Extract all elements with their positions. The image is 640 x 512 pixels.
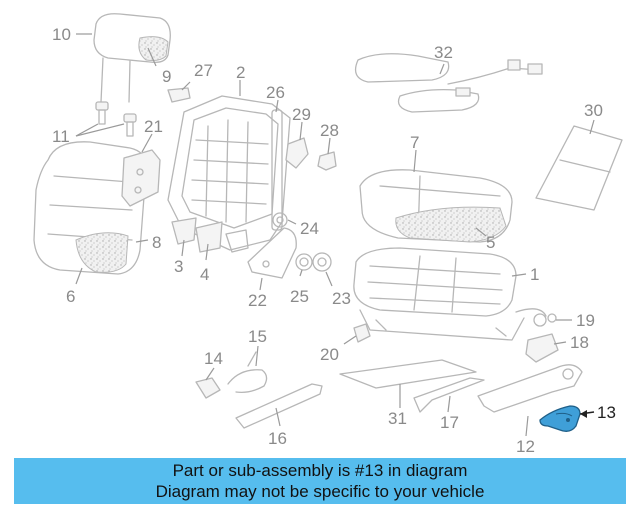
back-panel-part	[121, 149, 161, 207]
callout-2: 2	[236, 63, 245, 82]
cushion-pad-part	[535, 125, 623, 211]
info-banner: Part or sub-assembly is #13 in diagram D…	[14, 458, 626, 504]
callout-28: 28	[320, 121, 339, 140]
banner-line-part-number: Part or sub-assembly is #13 in diagram	[172, 461, 468, 480]
callout-12: 12	[516, 437, 535, 456]
seat-exploded-diagram: 10 9 27 2 26 29 28 21 11 8 6 3 4 24 22 2…	[33, 13, 623, 456]
side-trim-part	[477, 364, 583, 413]
callout-numbers: 10 9 27 2 26 29 28 21 11 8 6 3 4 24 22 2…	[52, 25, 616, 456]
callout-1: 1	[530, 265, 539, 284]
heater-element-part	[354, 53, 543, 113]
headrest-part	[93, 13, 171, 103]
trim-panel-parts	[195, 351, 485, 429]
callout-19: 19	[576, 311, 595, 330]
headrest-guide-parts	[95, 101, 137, 137]
banner-line-disclaimer: Diagram may not be specific to your vehi…	[155, 482, 485, 501]
callout-31: 31	[388, 409, 407, 428]
callout-3: 3	[174, 257, 183, 276]
callout-10: 10	[52, 25, 71, 44]
small-fitting-parts	[167, 87, 337, 231]
recliner-bracket-parts	[171, 217, 249, 253]
seat-frame-part	[353, 247, 525, 341]
callout-17: 17	[440, 413, 459, 432]
callout-8: 8	[152, 233, 161, 252]
callout-9: 9	[162, 67, 171, 86]
callout-6: 6	[66, 287, 75, 306]
callout-leader-lines	[75, 33, 595, 437]
callout-22: 22	[248, 291, 267, 310]
callout-20: 20	[320, 345, 339, 364]
callout-25: 25	[290, 287, 309, 306]
highlighted-part-13[interactable]	[539, 405, 581, 432]
callout-24: 24	[300, 219, 319, 238]
callout-27: 27	[194, 61, 213, 80]
callout-18: 18	[570, 333, 589, 352]
recliner-cover-part	[247, 212, 332, 279]
seat-back-cover-part	[33, 141, 147, 275]
frame-fitting-parts	[353, 308, 559, 363]
callout-13[interactable]: 13	[597, 403, 616, 422]
callout-21: 21	[144, 117, 163, 136]
seat-cushion-part	[359, 169, 513, 243]
callout-7: 7	[410, 133, 419, 152]
callout-23: 23	[332, 289, 351, 308]
callout-30: 30	[584, 101, 603, 120]
callout-29: 29	[292, 105, 311, 124]
callout-5: 5	[486, 233, 495, 252]
callout-26: 26	[266, 83, 285, 102]
callout-14: 14	[204, 349, 223, 368]
callout-16: 16	[268, 429, 287, 448]
callout-15: 15	[248, 327, 267, 346]
callout-32: 32	[434, 43, 453, 62]
callout-11: 11	[52, 127, 70, 146]
callout-4: 4	[200, 265, 209, 284]
